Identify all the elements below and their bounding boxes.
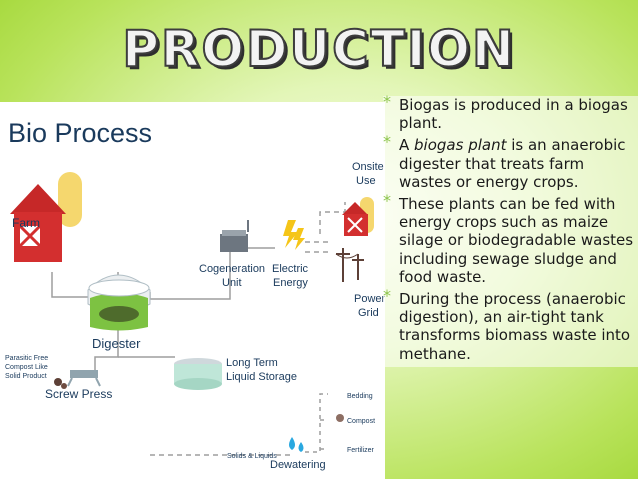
electric-label-line2: Energy bbox=[273, 277, 308, 289]
power-label-line1: Power bbox=[354, 293, 385, 305]
farm-label: Farm bbox=[12, 216, 40, 230]
bullet-text: is an anaerobic digester that treats far… bbox=[399, 136, 626, 191]
power-label-line2: Grid bbox=[358, 307, 379, 319]
parasitic-label-line3: Solid Product bbox=[5, 373, 47, 380]
fertilizer-label: Fertilizer bbox=[347, 447, 375, 454]
compost-pile-icon bbox=[336, 414, 344, 422]
water-drop-icon bbox=[289, 437, 304, 452]
storage-label-line2: Liquid Storage bbox=[226, 371, 297, 383]
bullet-list: * Biogas is produced in a biogas plant. * A… bbox=[383, 92, 638, 367]
cogeneration-label-line1: Cogeneration bbox=[199, 263, 265, 275]
diagram-heading: Bio Process bbox=[8, 118, 152, 148]
bullet-text: A bbox=[399, 136, 415, 155]
bullet-text: Biogas is produced in a biogas plant. bbox=[399, 96, 628, 133]
compost-label: Compost bbox=[347, 418, 375, 425]
solids-liquids-label: Solids & Liquids bbox=[227, 453, 277, 460]
diagram-canvas: Bio Process Farm bbox=[5, 118, 385, 471]
liquid-storage-tank-icon bbox=[174, 358, 222, 390]
digester-label: Digester bbox=[92, 336, 141, 351]
screw-press-label: Screw Press bbox=[45, 387, 112, 401]
bio-process-diagram: Bio Process Farm bbox=[0, 102, 385, 479]
electric-label-line1: Electric bbox=[272, 263, 309, 275]
onsite-barn-icon bbox=[342, 197, 374, 236]
bullet-text: These plants can be fed with energy crop… bbox=[399, 195, 634, 286]
parasitic-label-line2: Compost Like bbox=[5, 364, 48, 371]
bullet-marker: * bbox=[383, 286, 391, 306]
screw-press-icon bbox=[54, 370, 101, 389]
lightning-icon bbox=[283, 220, 305, 250]
bedding-label: Bedding bbox=[347, 393, 373, 400]
page-title: PRODUCTION bbox=[121, 19, 516, 79]
farm-barn-icon bbox=[10, 172, 82, 262]
parasitic-label-line1: Parasitic Free bbox=[5, 355, 48, 362]
bullet-marker: * bbox=[383, 92, 391, 111]
bullet-marker: * bbox=[383, 191, 391, 211]
power-pole-icon bbox=[335, 248, 364, 282]
digester-tank-icon bbox=[87, 274, 151, 331]
bullet-emphasis: biogas plant bbox=[414, 136, 507, 155]
cogeneration-label-line2: Unit bbox=[222, 277, 242, 289]
onsite-label-line2: Use bbox=[356, 175, 376, 187]
bullet-item: * Biogas is produced in a biogas plant. bbox=[383, 92, 638, 133]
bullet-item: * These plants can be fed with energy cro… bbox=[383, 191, 638, 286]
cogeneration-unit-icon bbox=[220, 220, 249, 252]
bullet-text: During the process (anaerobic digestion)… bbox=[399, 290, 631, 363]
bullet-marker: * bbox=[383, 132, 391, 152]
bullet-item: * During the process (anaerobic digestion… bbox=[383, 286, 638, 363]
bullet-item: * A biogas plant is an anaerobic digester… bbox=[383, 132, 638, 191]
dewatering-label: Dewatering bbox=[270, 459, 326, 471]
storage-label-line1: Long Term bbox=[226, 357, 278, 369]
onsite-label-line1: Onsite bbox=[352, 161, 384, 173]
